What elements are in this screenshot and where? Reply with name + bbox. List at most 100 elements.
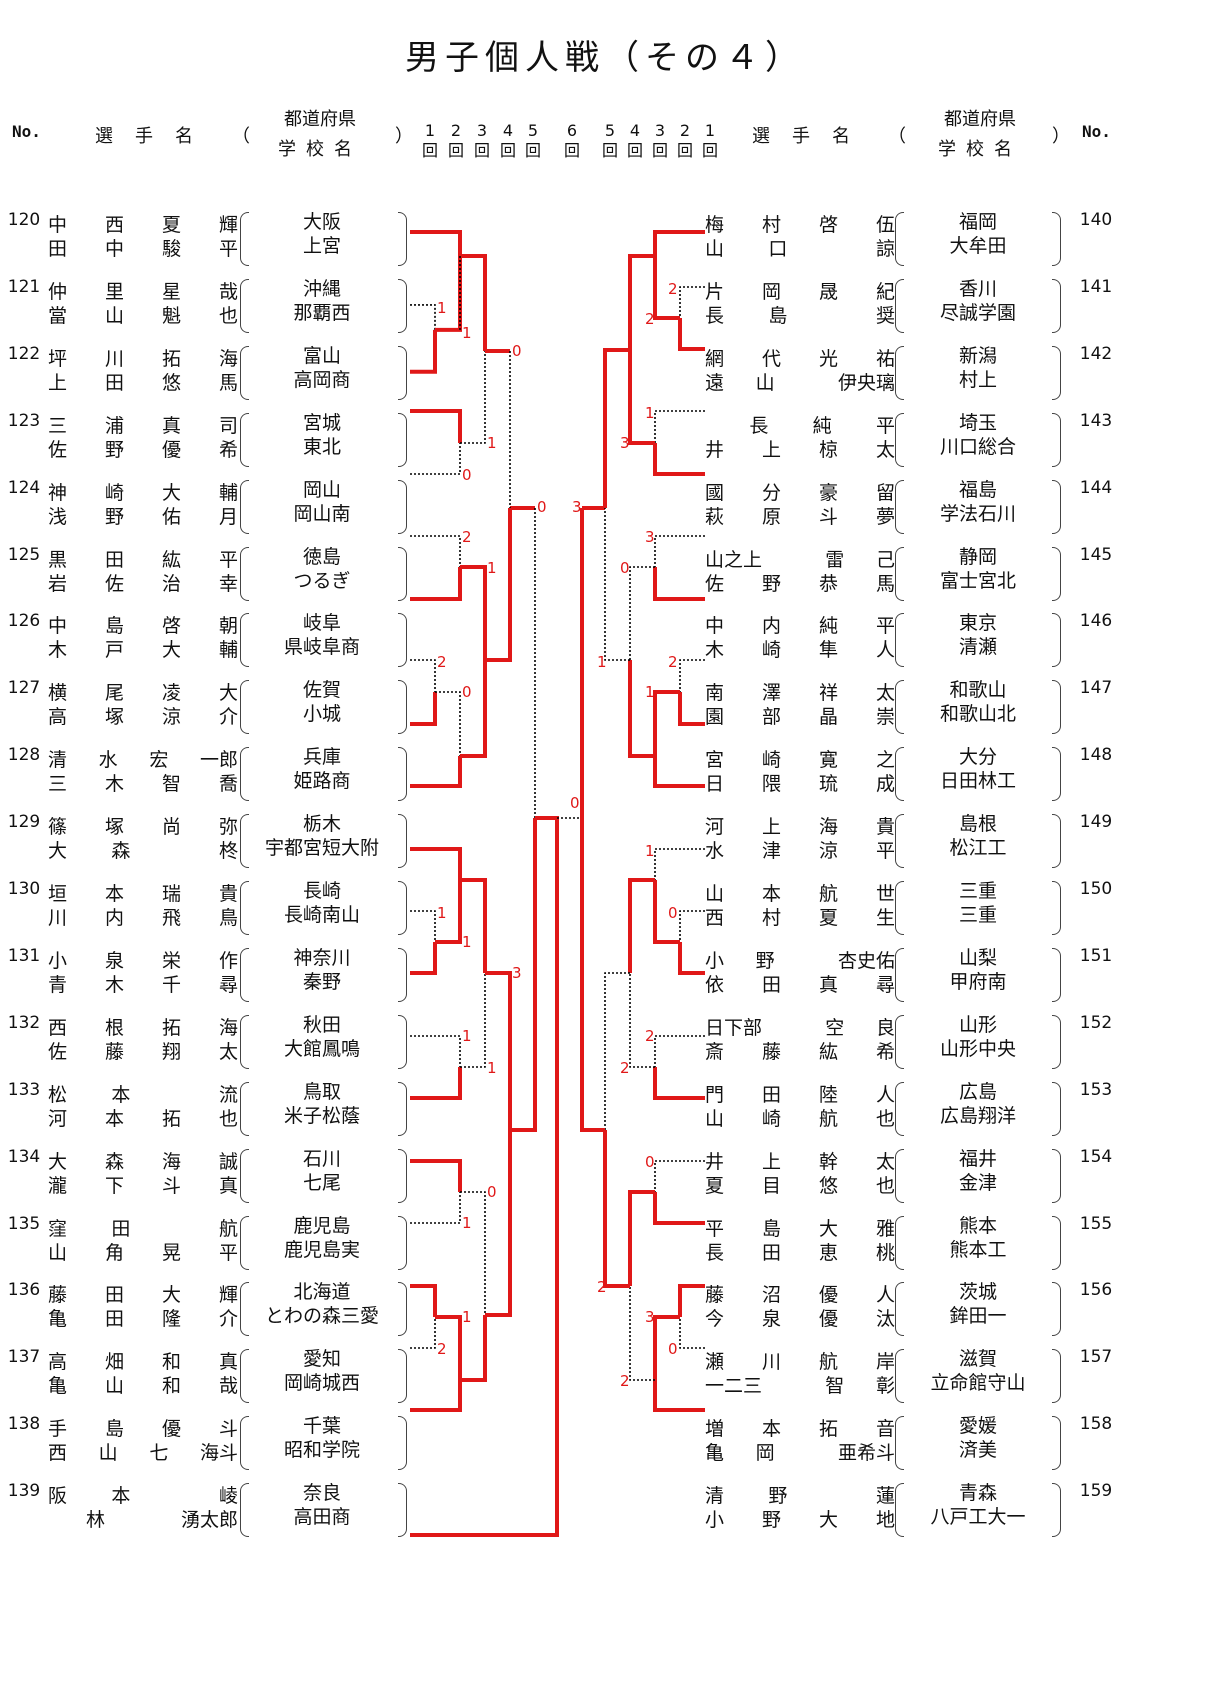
match-score: 1 xyxy=(462,933,472,951)
bracket-line xyxy=(460,351,486,444)
bracket-line xyxy=(679,910,705,942)
entry-number: 143 xyxy=(1079,410,1113,431)
bracket-open xyxy=(240,1215,249,1270)
player-name: 浅野佑月 xyxy=(48,505,238,528)
bracket-line xyxy=(410,942,437,975)
bracket-line xyxy=(460,1191,486,1315)
player-name: 園部晶崇 xyxy=(705,706,895,729)
prefecture: 栃木 xyxy=(302,813,341,836)
school-name: 尽誠学園 xyxy=(939,301,1016,324)
prefecture: 青森 xyxy=(958,1482,997,1505)
bracket-line xyxy=(653,1192,705,1225)
left-open-paren: （ xyxy=(232,126,250,147)
prefecture: 徳島 xyxy=(302,545,341,568)
prefecture: 福井 xyxy=(958,1147,997,1170)
entry-number: 153 xyxy=(1079,1079,1113,1100)
bracket-line xyxy=(679,1317,705,1349)
school-name: 姫路商 xyxy=(293,770,351,793)
bracket-line xyxy=(510,818,537,1132)
bracket-line xyxy=(678,318,705,351)
bracket-line xyxy=(678,942,705,975)
match-score: 3 xyxy=(620,434,630,452)
bracket-line xyxy=(410,409,462,443)
entry-number: 144 xyxy=(1079,477,1113,498)
player-name: 小野杏史佑 xyxy=(705,949,895,972)
match-score: 0 xyxy=(570,794,580,812)
entry-number: 158 xyxy=(1079,1414,1113,1435)
match-score: 2 xyxy=(668,653,678,671)
bracket-line xyxy=(460,1315,487,1382)
bracket-line xyxy=(629,566,655,660)
prefecture: 鹿児島 xyxy=(293,1214,351,1237)
school-name: 鉾田一 xyxy=(949,1305,1007,1328)
match-score: 3 xyxy=(512,964,522,982)
player-name: 大森海誠 xyxy=(48,1150,238,1173)
bracket-open xyxy=(895,278,904,333)
bracket-line xyxy=(629,973,655,1068)
bracket-line xyxy=(410,847,462,880)
school-name: 金津 xyxy=(958,1171,997,1194)
prefecture: 大阪 xyxy=(302,211,341,233)
prefecture: 新潟 xyxy=(958,344,997,367)
school-name: 県岐阜商 xyxy=(283,636,360,659)
prefecture: 富山 xyxy=(302,344,341,367)
entry-number: 135 xyxy=(7,1213,41,1234)
prefecture: 石川 xyxy=(302,1147,341,1170)
school-name: とわの森三愛 xyxy=(264,1305,379,1328)
player-name: 三浦真司 xyxy=(48,414,238,437)
bracket-line xyxy=(435,256,462,332)
match-score: 2 xyxy=(462,528,472,546)
bracket-line xyxy=(410,443,461,475)
bracket-line xyxy=(460,973,486,1068)
bracket-open xyxy=(895,546,904,601)
match-score: 1 xyxy=(462,324,472,342)
player-name: 亀田隆介 xyxy=(48,1308,238,1331)
school-name: 高田商 xyxy=(293,1506,351,1529)
entry-number: 157 xyxy=(1079,1347,1113,1368)
player-name: 井上幹太 xyxy=(705,1150,895,1173)
entry-number: 154 xyxy=(1079,1146,1113,1167)
bracket-line xyxy=(485,1130,512,1317)
bracket-close xyxy=(1052,479,1061,534)
player-name: 高畑和真 xyxy=(48,1351,238,1374)
entry-number: 151 xyxy=(1079,945,1113,966)
entry-number: 136 xyxy=(7,1280,41,1301)
school-name: 米子松蔭 xyxy=(283,1104,360,1127)
player-name: 林湧太郎 xyxy=(85,1509,238,1532)
player-name: 小泉栄作 xyxy=(48,949,238,972)
prefecture: 福岡 xyxy=(958,211,997,233)
bracket-open xyxy=(240,1081,249,1136)
player-name: 當山魁也 xyxy=(48,304,238,327)
bracket-line xyxy=(410,692,437,726)
player-name: 河上海貴 xyxy=(705,816,895,839)
bracket-close xyxy=(1052,1215,1061,1270)
player-name: 増本拓音 xyxy=(705,1418,895,1441)
player-name: 水津涼平 xyxy=(705,840,895,863)
prefecture: 山梨 xyxy=(958,946,997,969)
bracket-line xyxy=(628,660,655,758)
match-score: 1 xyxy=(645,404,655,422)
prefecture: 茨城 xyxy=(958,1281,997,1304)
player-name: 亀山和哉 xyxy=(48,1375,238,1398)
entry-number: 142 xyxy=(1079,343,1113,364)
school-name: 那覇西 xyxy=(293,301,351,324)
bracket-line xyxy=(604,972,630,1130)
right-school-header: 学校名 xyxy=(938,139,1022,160)
prefecture: 和歌山 xyxy=(949,679,1007,702)
bracket-close xyxy=(1052,1148,1061,1203)
bracket-line xyxy=(410,659,436,692)
bracket-line xyxy=(580,818,605,1132)
player-name: 山之上雷己 xyxy=(705,548,895,571)
match-score: 1 xyxy=(487,1059,497,1077)
bracket-line xyxy=(653,756,705,788)
match-score: 2 xyxy=(620,1059,630,1077)
school-name: つるぎ xyxy=(293,569,351,592)
left-school-header: 学校名 xyxy=(278,139,362,160)
entry-number: 159 xyxy=(1079,1481,1113,1502)
player-name: 青木千尋 xyxy=(48,973,238,996)
prefecture: 奈良 xyxy=(302,1482,341,1505)
player-name: 日下部空良 xyxy=(705,1016,895,1039)
